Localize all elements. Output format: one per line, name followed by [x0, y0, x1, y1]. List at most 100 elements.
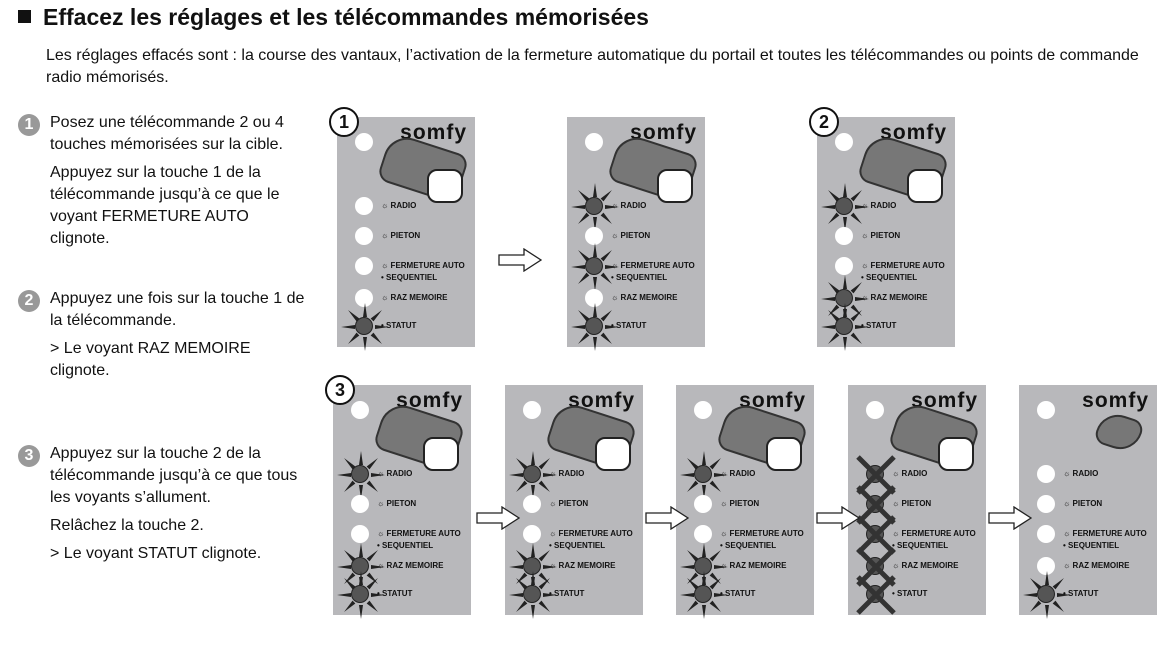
- led-label: ☼ FERMETURE AUTO: [1063, 529, 1147, 538]
- led-label: ☼ RAZ MEMOIRE: [861, 293, 928, 302]
- panel-step-badge: 1: [329, 107, 359, 137]
- led-label: ☼ PIETON: [861, 231, 901, 240]
- blink-rays-icon: [509, 451, 557, 499]
- led-2: [835, 257, 853, 275]
- led-1: [585, 227, 603, 245]
- somfy-logo: somfy: [880, 121, 947, 144]
- led-0: [856, 455, 896, 495]
- led-top: [351, 401, 369, 419]
- arrow-right-icon: [988, 506, 1032, 530]
- arrow-right-icon: [645, 506, 689, 530]
- led-2: [856, 515, 896, 555]
- panel-step-badge: 3: [325, 375, 355, 405]
- led-label: ☼ FERMETURE AUTO: [720, 529, 804, 538]
- control-panel-illustration: somfy☼ RADIO☼ PIETON☼ FERMETURE AUTO• SE…: [848, 385, 986, 615]
- led-label: ☼ RADIO: [549, 469, 585, 478]
- step-line: Appuyez sur la touche 2 de la télécomman…: [50, 445, 298, 506]
- step-number: 1: [18, 114, 40, 136]
- led-label: ☼ PIETON: [377, 499, 417, 508]
- led-3: [1037, 557, 1055, 575]
- step-text: Appuyez une fois sur la touche 1 de la t…: [50, 288, 308, 382]
- step-text: Posez une télécommande 2 ou 4 touches mé…: [50, 112, 308, 250]
- hand-press-icon: [423, 437, 459, 471]
- control-panel-illustration: somfy☼ RADIO☼ PIETON☼ FERMETURE AUTO• SE…: [567, 117, 705, 351]
- led-label: • SEQUENTIEL: [377, 541, 434, 550]
- led-label: ☼ FERMETURE AUTO: [381, 261, 465, 270]
- led-2: [694, 525, 712, 543]
- led-4: [337, 571, 385, 619]
- arrow-right-icon: [816, 506, 860, 530]
- led-4: [571, 303, 619, 351]
- step-line: > Le voyant STATUT clignote.: [50, 545, 262, 562]
- led-top: [355, 133, 373, 151]
- led-label: ☼ RADIO: [861, 201, 897, 210]
- arrow-right-icon: [498, 248, 542, 272]
- control-panel-illustration: somfy☼ RADIO☼ PIETON☼ FERMETURE AUTO• SE…: [676, 385, 814, 619]
- led-4: [856, 575, 896, 615]
- led-label: ☼ PIETON: [892, 499, 932, 508]
- led-top: [694, 401, 712, 419]
- led-label: ☼ FERMETURE AUTO: [549, 529, 633, 538]
- hand-press-icon: [766, 437, 802, 471]
- somfy-logo: somfy: [630, 121, 697, 144]
- arrow-right-icon: [476, 506, 520, 530]
- led-1: [1037, 495, 1055, 513]
- led-label: ☼ RAZ MEMOIRE: [892, 561, 959, 570]
- led-label: ☼ RADIO: [611, 201, 647, 210]
- led-3: [585, 289, 603, 307]
- led-top: [866, 401, 884, 419]
- led-4: [509, 571, 557, 619]
- led-label: ☼ RAZ MEMOIRE: [377, 561, 444, 570]
- led-0: [680, 451, 728, 499]
- led-4: [680, 571, 728, 619]
- led-label: • SEQUENTIEL: [720, 541, 777, 550]
- remote-control-icon: [1092, 409, 1146, 455]
- led-top: [835, 133, 853, 151]
- led-label: • SEQUENTIEL: [381, 273, 438, 282]
- led-label: • STATUT: [1063, 589, 1099, 598]
- led-label: • STATUT: [381, 321, 417, 330]
- led-label: • SEQUENTIEL: [1063, 541, 1120, 550]
- somfy-logo: somfy: [396, 389, 463, 412]
- blink-rays-icon: [821, 183, 869, 231]
- led-label: ☼ RADIO: [892, 469, 928, 478]
- somfy-logo: somfy: [400, 121, 467, 144]
- led-4: [1023, 571, 1071, 619]
- panel-step-badge: 2: [809, 107, 839, 137]
- hand-press-icon: [938, 437, 974, 471]
- led-1: [694, 495, 712, 513]
- hand-press-icon: [657, 169, 693, 203]
- led-0: [821, 183, 869, 231]
- led-4: [341, 303, 389, 351]
- blink-rays-icon: [337, 571, 385, 619]
- led-label: ☼ RAZ MEMOIRE: [720, 561, 787, 570]
- led-2: [351, 525, 369, 543]
- blink-rays-icon: [680, 571, 728, 619]
- led-label: ☼ PIETON: [611, 231, 651, 240]
- led-label: • STATUT: [377, 589, 413, 598]
- lit-cross-icon: [856, 455, 896, 495]
- led-2: [523, 525, 541, 543]
- lit-cross-icon: [856, 547, 896, 587]
- led-label: ☼ FERMETURE AUTO: [377, 529, 461, 538]
- led-0: [337, 451, 385, 499]
- page-title: Effacez les réglages et les télécommande…: [18, 4, 649, 31]
- led-label: ☼ PIETON: [549, 499, 589, 508]
- led-label: • SEQUENTIEL: [861, 273, 918, 282]
- blink-rays-icon: [571, 183, 619, 231]
- hand-press-icon: [427, 169, 463, 203]
- led-label: ☼ PIETON: [720, 499, 760, 508]
- blink-rays-icon: [680, 451, 728, 499]
- control-panel-illustration: somfy☼ RADIO☼ PIETON☼ FERMETURE AUTO• SE…: [1019, 385, 1157, 619]
- somfy-logo: somfy: [568, 389, 635, 412]
- led-label: ☼ PIETON: [381, 231, 421, 240]
- led-0: [355, 197, 373, 215]
- led-0: [571, 183, 619, 231]
- blink-rays-icon: [1023, 571, 1071, 619]
- led-label: ☼ RAZ MEMOIRE: [381, 293, 448, 302]
- intro-text: Les réglages effacés sont : la course de…: [46, 47, 1139, 86]
- led-label: ☼ RAZ MEMOIRE: [549, 561, 616, 570]
- led-4: [821, 303, 869, 351]
